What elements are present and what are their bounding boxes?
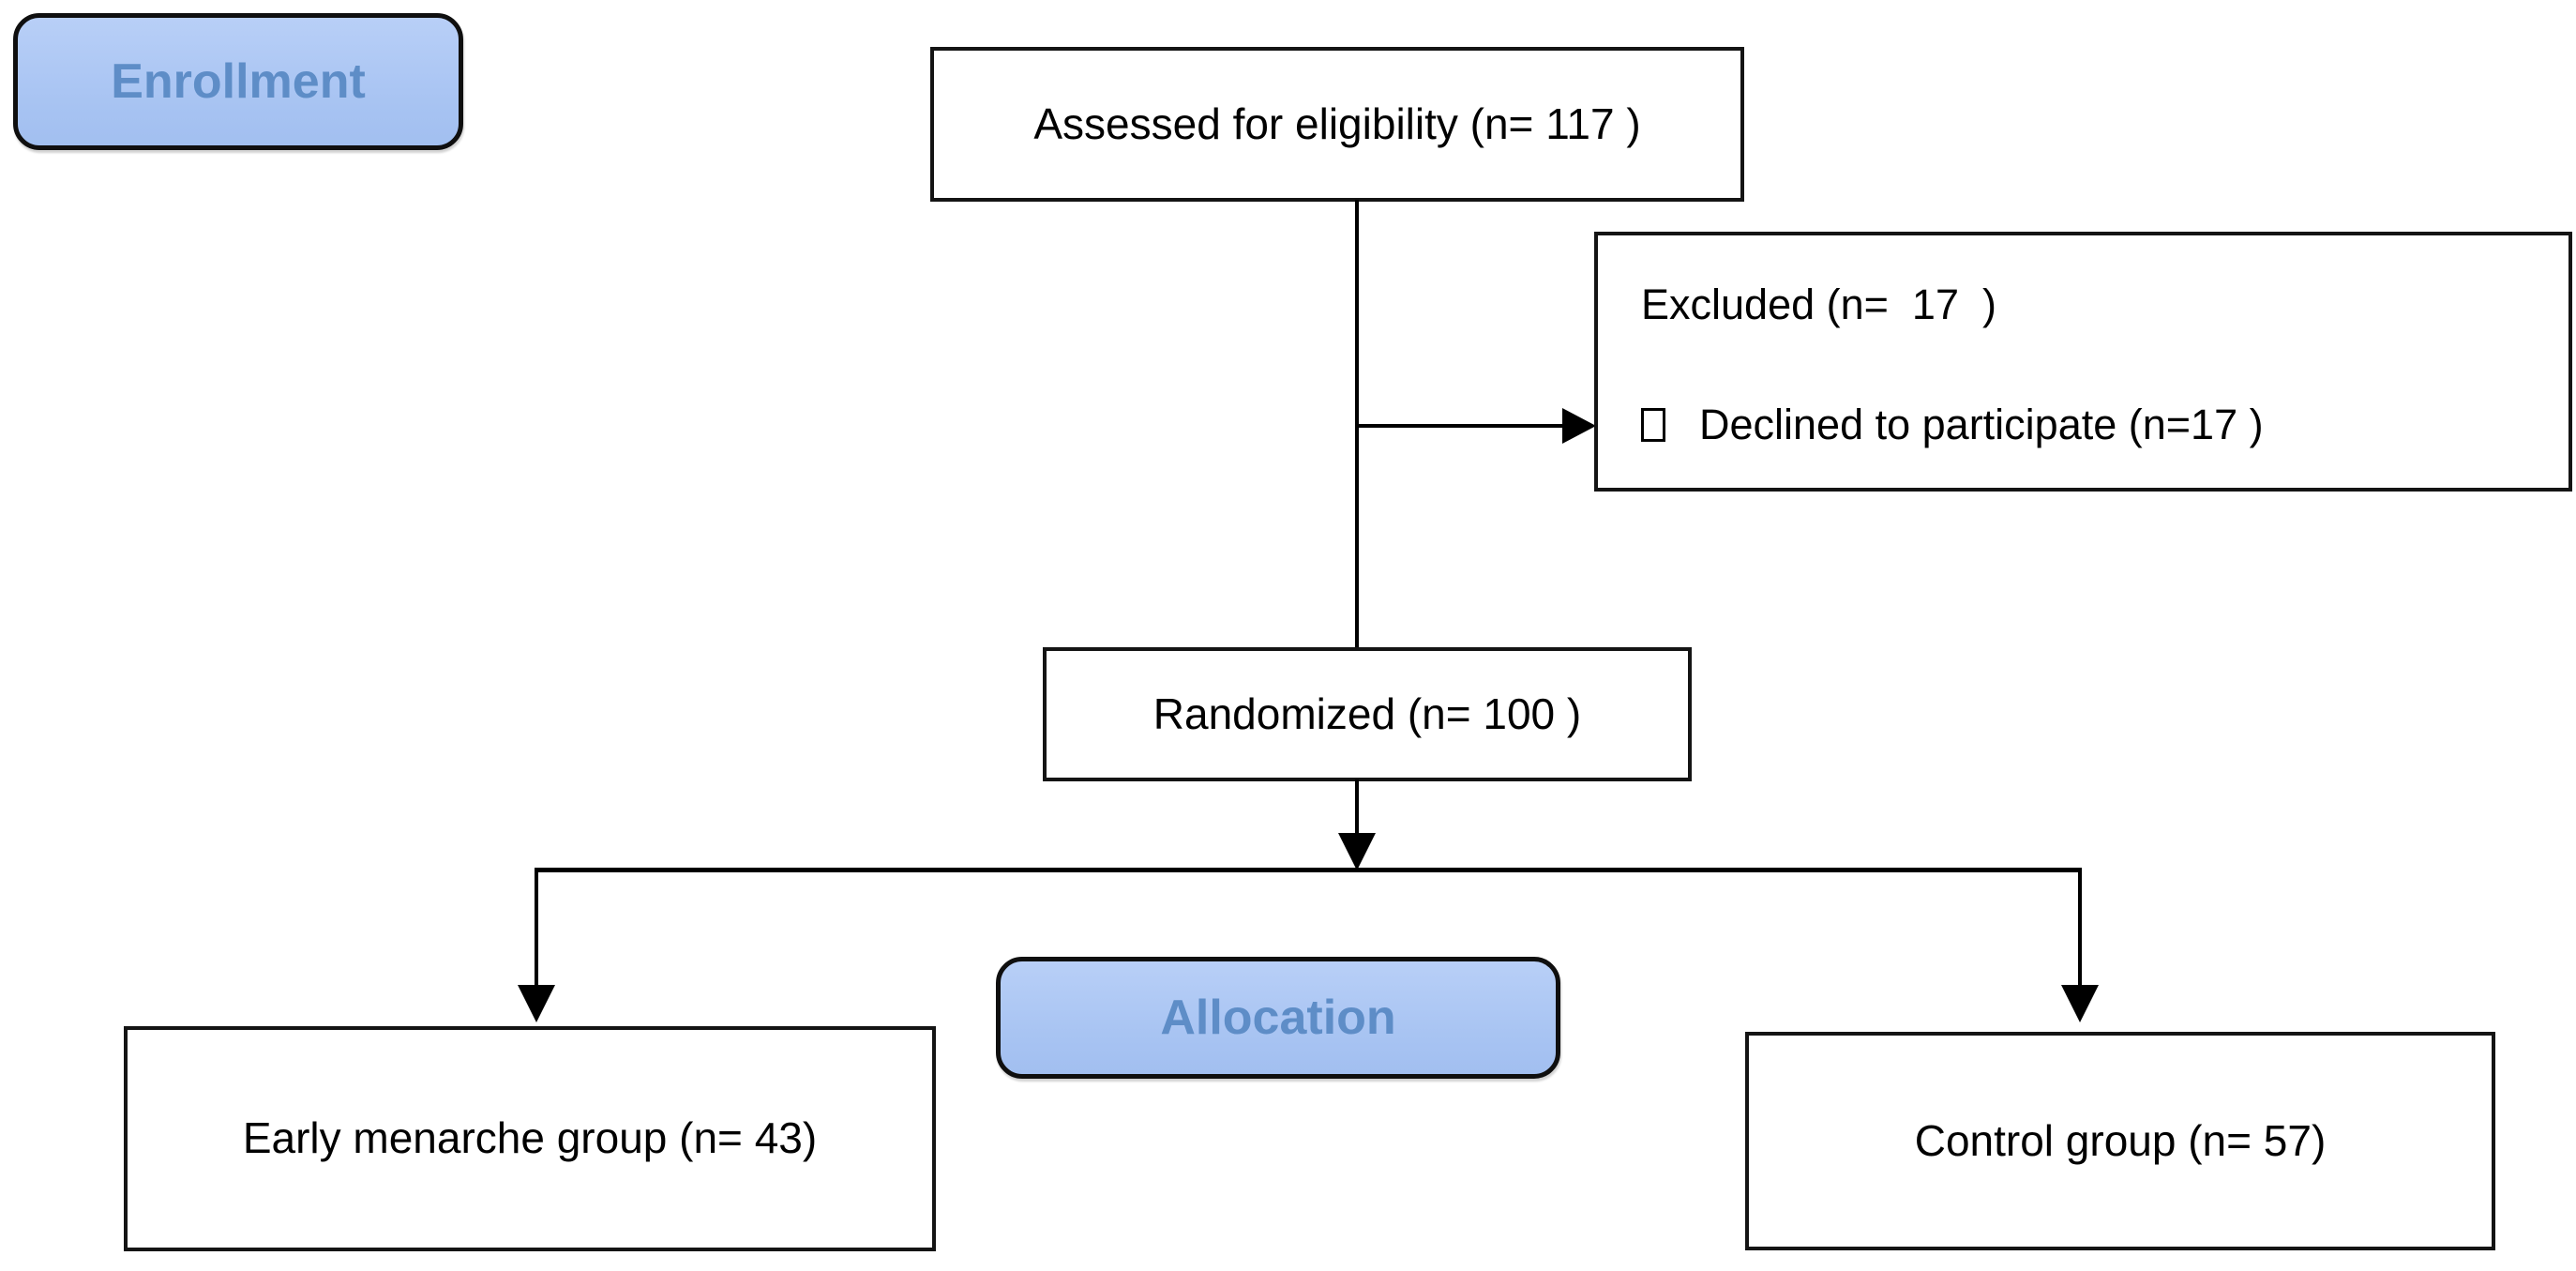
connector-randomized-to-split (1355, 779, 1359, 838)
control-group-text: Control group (n= 57) (1914, 1115, 2327, 1165)
stage-label-allocation: Allocation (996, 957, 1560, 1079)
stage-label-enrollment: Enrollment (13, 13, 463, 150)
connector-right-drop (2078, 870, 2082, 990)
assessed-for-eligibility-box: Assessed for eligibility (n= 117 ) (930, 47, 1744, 202)
split-line (535, 868, 2082, 872)
randomized-text: Randomized (n= 100 ) (1152, 688, 1582, 738)
allocation-label-text: Allocation (1160, 991, 1396, 1045)
excluded-title: Excluded (n= 17 ) (1641, 280, 1996, 328)
early-menarche-group-box: Early menarche group (n= 43) (124, 1026, 936, 1251)
early-menarche-text: Early menarche group (n= 43) (242, 1113, 818, 1163)
excluded-box (1594, 232, 2572, 492)
control-group-box: Control group (n= 57) (1745, 1032, 2495, 1250)
excluded-reason-item: Declined to participate (n=17 ) (1641, 401, 2264, 449)
connector-branch-to-excluded (1357, 424, 1567, 428)
arrowhead-split-icon (1338, 833, 1376, 870)
excluded-box-content: Excluded (n= 17 ) Declined to participat… (1598, 235, 2568, 488)
connector-left-drop (535, 870, 538, 990)
arrowhead-control-group-icon (2061, 985, 2099, 1022)
assessed-text: Assessed for eligibility (n= 117 ) (1033, 98, 1641, 148)
arrowhead-excluded-icon (1562, 408, 1596, 444)
excluded-reason-text: Declined to participate (n=17 ) (1699, 401, 2264, 448)
square-bullet-icon (1641, 408, 1665, 442)
enrollment-label-text: Enrollment (111, 54, 366, 109)
arrowhead-early-group-icon (518, 985, 555, 1022)
randomized-box: Randomized (n= 100 ) (1043, 647, 1692, 781)
